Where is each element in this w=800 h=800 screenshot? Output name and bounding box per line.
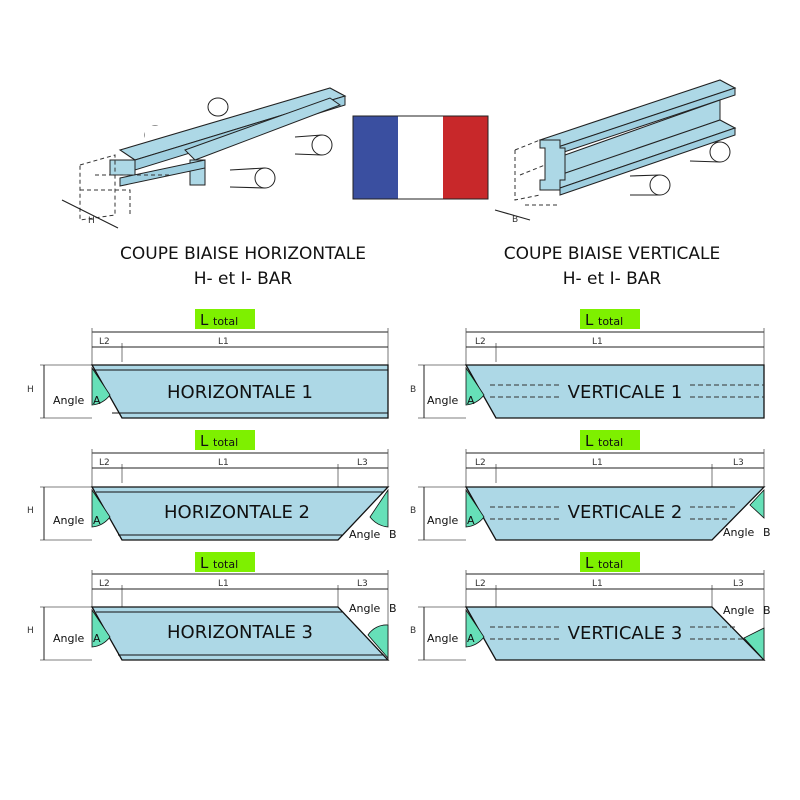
l2-label: L2	[99, 337, 110, 347]
l3-label: L3	[357, 579, 368, 589]
l1-label: L1	[592, 579, 603, 589]
l-total-highlight	[195, 309, 255, 329]
flag-red-stripe	[443, 116, 488, 199]
b-dimension: B	[410, 626, 416, 636]
l1-label: L1	[592, 337, 603, 347]
angle-a-word: Angle	[53, 514, 85, 527]
vertical-title-line2: H- et I- BAR	[563, 269, 662, 289]
l-total-subscript: total	[213, 315, 238, 328]
vertical-beam-illustration: B	[494, 79, 737, 225]
b-dimension: B	[410, 506, 416, 516]
h-dimension: H	[27, 506, 34, 516]
angle-a-word: Angle	[427, 514, 459, 527]
horizontale-1-panel: L total L2 L1 H Angle A HORIZONTALE 1	[27, 309, 389, 419]
angle-b-letter: B	[389, 528, 397, 541]
angle-b-word: Angle	[723, 526, 755, 539]
l-total-subscript: total	[598, 558, 623, 571]
beam-label: HORIZONTALE 2	[164, 502, 310, 523]
french-flag	[352, 115, 489, 200]
l2-label: L2	[99, 458, 110, 468]
beam-label: VERTICALE 1	[568, 382, 683, 403]
horizontal-illustration-dim: H	[88, 216, 95, 226]
beam-label: VERTICALE 3	[568, 623, 683, 644]
verticale-3-panel: L total L2 L1 L3 B Angle A Angle B VERTI…	[410, 552, 771, 662]
angle-a-letter: A	[467, 632, 475, 645]
horizontale-2-panel: L total L2 L1 L3 H Angle A Angle B HORIZ…	[27, 430, 397, 541]
beam-label: VERTICALE 2	[568, 502, 683, 523]
l2-label: L2	[99, 579, 110, 589]
l-total-highlight	[580, 552, 640, 572]
l3-label: L3	[733, 579, 744, 589]
l1-label: L1	[218, 579, 229, 589]
angle-a-letter: A	[93, 394, 101, 407]
l3-label: L3	[733, 458, 744, 468]
beam-label: HORIZONTALE 3	[167, 622, 313, 643]
l2-label: L2	[475, 337, 486, 347]
l-total-highlight	[195, 430, 255, 450]
l-total-letter: L	[200, 432, 209, 450]
l-total-subscript: total	[213, 558, 238, 571]
l-total-letter: L	[585, 554, 594, 572]
l-total-subscript: total	[598, 436, 623, 449]
horizontal-title-line1: COUPE BIAISE HORIZONTALE	[120, 244, 366, 264]
l1-label: L1	[218, 458, 229, 468]
verticale-1-panel: L total L2 L1 B Angle A VERTICALE 1	[410, 309, 765, 419]
angle-a-letter: A	[93, 514, 101, 527]
vertical-illustration-dim: B	[512, 215, 518, 225]
angle-a-letter: A	[93, 632, 101, 645]
l3-label: L3	[357, 458, 368, 468]
l1-label: L1	[592, 458, 603, 468]
horizontale-3-panel: L total L2 L1 L3 H Angle A Angle B HORIZ…	[27, 552, 397, 661]
angle-b-word: Angle	[349, 528, 381, 541]
angle-a-word: Angle	[53, 394, 85, 407]
angle-a-letter: A	[467, 514, 475, 527]
flag-blue-stripe	[353, 116, 398, 199]
horizontal-beam-illustration: H	[61, 87, 347, 229]
flag-white-stripe	[398, 116, 443, 199]
l-total-letter: L	[585, 311, 594, 329]
horizontal-title-line2: H- et I- BAR	[194, 269, 293, 289]
l2-label: L2	[475, 579, 486, 589]
angle-b-letter: B	[389, 602, 397, 615]
l-total-highlight	[580, 430, 640, 450]
angle-b-word: Angle	[349, 602, 381, 615]
h-dimension: H	[27, 385, 34, 395]
l-total-subscript: total	[598, 315, 623, 328]
angle-b-letter: B	[763, 526, 771, 539]
angle-b-word: Angle	[723, 604, 755, 617]
l-total-subscript: total	[213, 436, 238, 449]
l-total-highlight	[580, 309, 640, 329]
h-dimension: H	[27, 626, 34, 636]
vertical-title-line1: COUPE BIAISE VERTICALE	[504, 244, 720, 264]
angle-a-letter: A	[467, 394, 475, 407]
angle-a-word: Angle	[427, 394, 459, 407]
l2-label: L2	[475, 458, 486, 468]
l-total-letter: L	[200, 311, 209, 329]
l-total-letter: L	[200, 554, 209, 572]
l-total-highlight	[195, 552, 255, 572]
angle-a-word: Angle	[427, 632, 459, 645]
l1-label: L1	[218, 337, 229, 347]
verticale-2-panel: L total L2 L1 L3 B Angle A Angle B VERTI…	[410, 430, 771, 541]
angle-b-letter: B	[763, 604, 771, 617]
b-dimension: B	[410, 385, 416, 395]
angle-a-word: Angle	[53, 632, 85, 645]
beam-label: HORIZONTALE 1	[167, 382, 313, 403]
l-total-letter: L	[585, 432, 594, 450]
